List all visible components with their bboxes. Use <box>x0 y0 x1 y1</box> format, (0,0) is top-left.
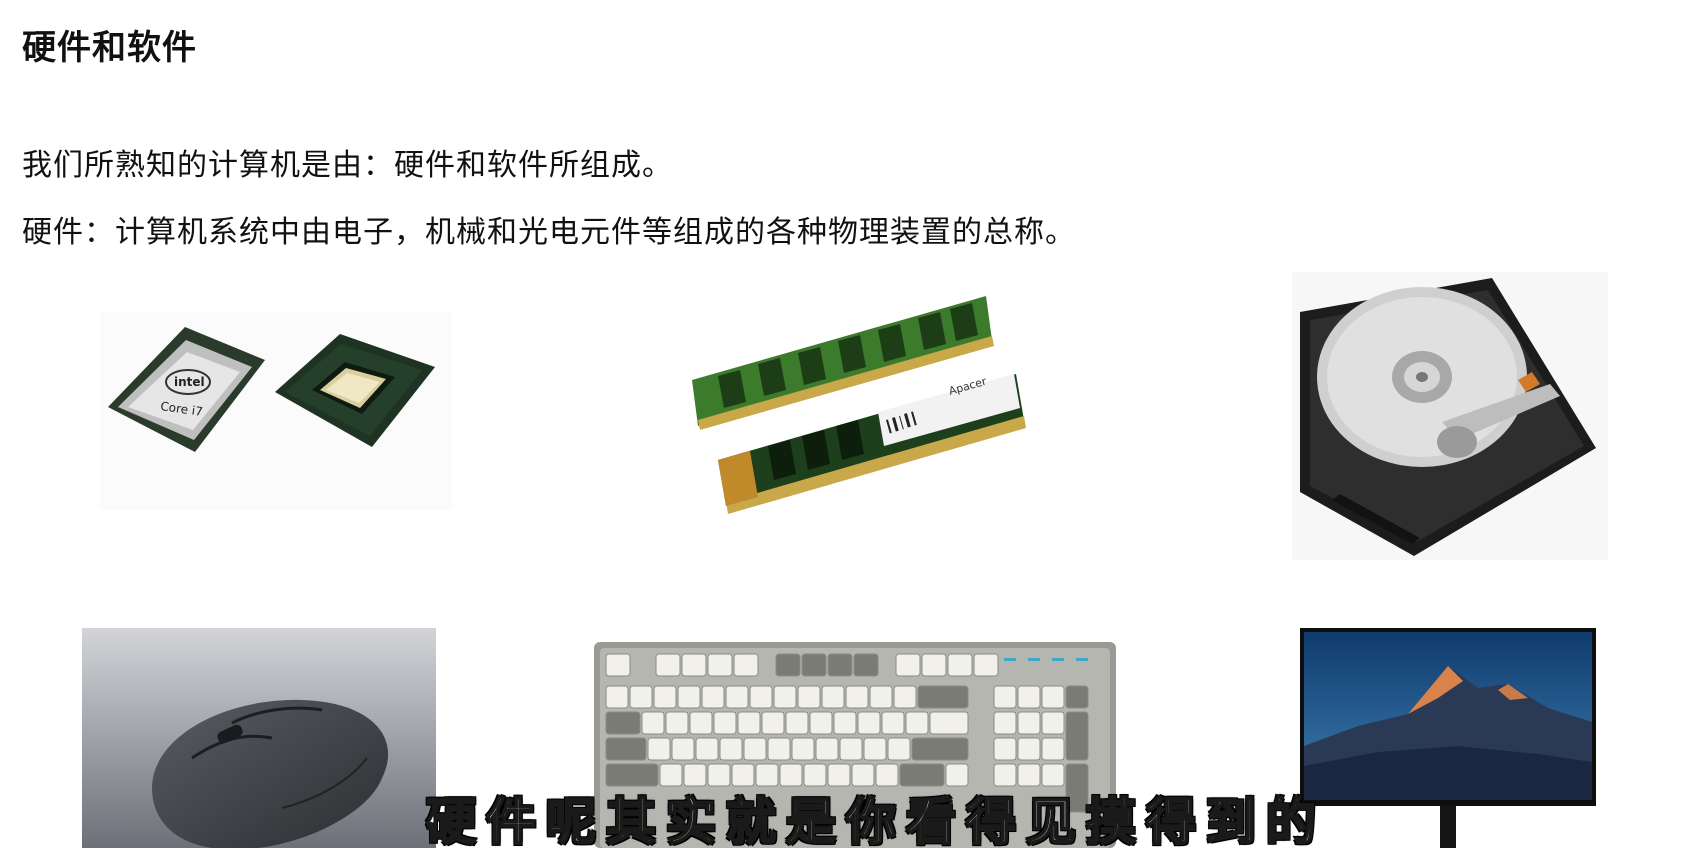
intro-paragraph: 我们所熟知的计算机是由：硬件和软件所组成。 <box>22 148 673 183</box>
slide-title: 硬件和软件 <box>22 28 197 68</box>
ram-image: Apacer <box>688 290 1038 532</box>
hardware-definition: 硬件：计算机系统中由电子，机械和光电元件等组成的各种物理装置的总称。 <box>22 215 1076 250</box>
monitor-image <box>1298 626 1598 848</box>
svg-text:intel: intel <box>174 375 205 389</box>
hard-drive-image <box>1292 272 1608 560</box>
video-subtitle: 硬件呢其实就是你看得见摸得到的 <box>425 792 1326 852</box>
cpu-image: intel Core i7 <box>100 312 452 510</box>
mouse-image <box>82 628 436 848</box>
svg-text:Core i7: Core i7 <box>160 399 204 419</box>
keyboard-image <box>592 638 1118 848</box>
